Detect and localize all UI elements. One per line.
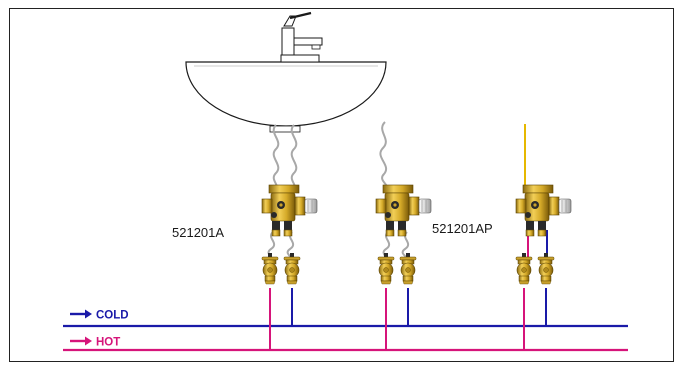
basin-icon [185,61,387,133]
cold-supply-line [63,288,628,328]
model-label-521201AP: 521201AP [432,221,493,236]
legend-cold: COLD [70,309,129,322]
arrow-right-icon [70,336,92,346]
flex-hoses [267,121,410,260]
legend-cold-label: COLD [96,310,129,322]
legend-hot-label: HOT [96,337,120,349]
hot-supply-line [63,288,628,352]
arrow-right-icon [70,309,92,319]
faucet-icon [280,11,323,63]
legend-hot: HOT [70,336,120,349]
model-label-521201A: 521201A [172,225,224,240]
